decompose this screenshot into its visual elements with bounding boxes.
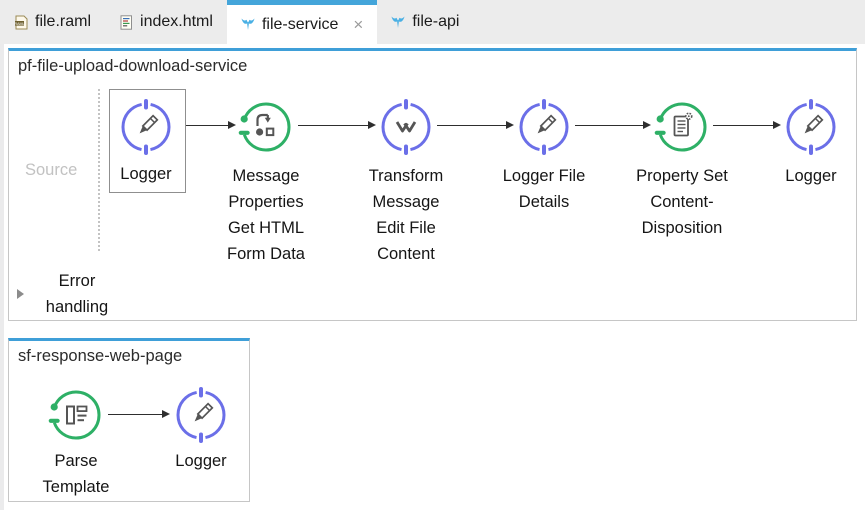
- tab-file-raml[interactable]: file.raml: [0, 0, 105, 44]
- purple-ring: [788, 101, 834, 153]
- tab-index-html[interactable]: index.html: [105, 0, 227, 44]
- raml-file-icon: [14, 15, 29, 30]
- purple-ring: [521, 101, 567, 153]
- flow-container-sf-response-web-page[interactable]: sf-response-web-page Parse Template Logg…: [8, 338, 250, 502]
- source-lane-label: Source: [25, 161, 77, 180]
- node-label: Transform Message Edit File Content: [346, 163, 466, 267]
- html-file-icon: [119, 15, 134, 30]
- flow-connector-arrow: [186, 125, 234, 126]
- tab-label: file.raml: [35, 13, 91, 31]
- flow-connector-arrow: [108, 414, 168, 415]
- node-label: Logger File Details: [484, 163, 604, 215]
- flow-connector-arrow: [575, 125, 649, 126]
- purple-ring: [178, 389, 224, 441]
- close-icon[interactable]: ×: [353, 16, 363, 33]
- node-logger-file-details[interactable]: [516, 99, 572, 155]
- green-ring: [241, 104, 289, 150]
- node-message-properties[interactable]: [238, 99, 294, 155]
- mule-flow-icon: [241, 17, 256, 32]
- node-label: Parse Template: [16, 448, 136, 500]
- error-handling-label: Error handling: [31, 268, 123, 320]
- node-logger-2[interactable]: [783, 99, 839, 155]
- flow-connector-arrow: [713, 125, 779, 126]
- node-label: Logger: [751, 163, 865, 189]
- node-logger[interactable]: [118, 99, 174, 155]
- node-label: Property Set Content- Disposition: [622, 163, 742, 241]
- node-logger-3[interactable]: [173, 387, 229, 443]
- tab-file-api[interactable]: file-api: [377, 0, 473, 44]
- flow-container-pf-file-upload-download-service[interactable]: pf-file-upload-download-service Source: [8, 48, 857, 321]
- node-label: Logger: [86, 161, 206, 187]
- mule-flow-icon: [391, 15, 406, 30]
- purple-ring: [123, 101, 169, 153]
- node-parse-template[interactable]: [48, 387, 104, 443]
- node-transform-message[interactable]: [378, 99, 434, 155]
- canvas-left-margin: [0, 44, 4, 510]
- editor-tab-bar: file.raml index.html file-service × file…: [0, 0, 865, 44]
- flow-title: pf-file-upload-download-service: [18, 57, 247, 76]
- flow-title: sf-response-web-page: [18, 347, 182, 366]
- green-ring: [657, 104, 705, 150]
- tab-label: file-api: [412, 13, 459, 31]
- tab-label: file-service: [262, 16, 338, 34]
- node-label: Message Properties Get HTML Form Data: [206, 163, 326, 267]
- flow-canvas: pf-file-upload-download-service Source: [0, 44, 865, 510]
- node-label: Logger: [141, 448, 261, 474]
- error-handling-expand-icon[interactable]: [17, 289, 24, 299]
- tab-file-service[interactable]: file-service ×: [227, 0, 377, 44]
- flow-connector-arrow: [437, 125, 512, 126]
- flow-connector-arrow: [298, 125, 374, 126]
- node-property-set[interactable]: [654, 99, 710, 155]
- tab-label: index.html: [140, 13, 213, 31]
